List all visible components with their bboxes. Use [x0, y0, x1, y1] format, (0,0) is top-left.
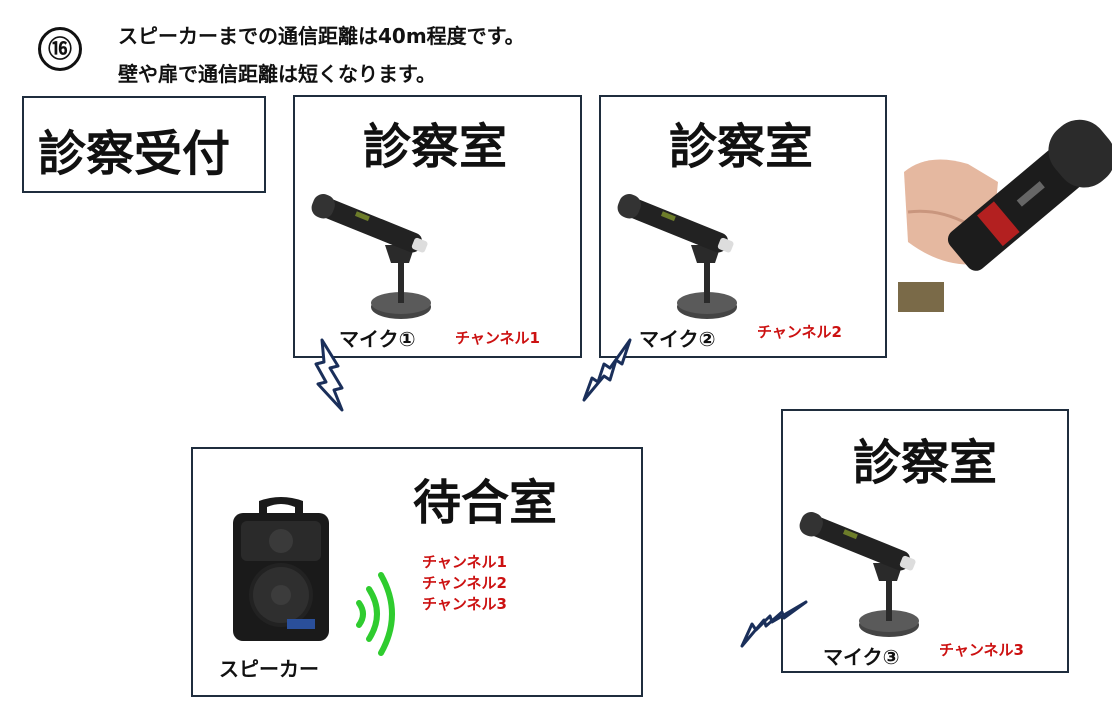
mic-1-label: マイク①	[339, 323, 416, 352]
mic-2-label: マイク②	[639, 323, 716, 352]
microphone-icon	[611, 185, 751, 325]
reception-title: 診察受付	[38, 114, 230, 184]
signal-wave-icon	[353, 569, 403, 659]
reception-box: 診察受付	[22, 96, 266, 193]
handheld-microphone-icon	[898, 112, 1112, 312]
speaker-channel-2: チャンネル2	[422, 573, 507, 594]
exam-room-2: 診察室 マイク② チャンネル2	[599, 95, 887, 358]
room-3-title: 診察室	[853, 423, 997, 493]
note-line-1: スピーカーまでの通信距離は40m程度です。	[118, 20, 525, 49]
lightning-icon	[578, 338, 634, 404]
room-1-title: 診察室	[363, 107, 507, 177]
speaker-channel-list: チャンネル1 チャンネル2 チャンネル3	[422, 552, 507, 615]
microphone-icon	[305, 185, 445, 325]
note-line-2: 壁や扉で通信距離は短くなります。	[118, 58, 436, 87]
speaker-label: スピーカー	[219, 653, 319, 682]
waiting-room-title: 待合室	[413, 463, 557, 533]
mic-3-label: マイク③	[823, 641, 900, 670]
exam-room-1: 診察室 マイク① チャンネル1	[293, 95, 582, 358]
mic-3-channel: チャンネル3	[939, 639, 1024, 660]
speaker-channel-1: チャンネル1	[422, 552, 507, 573]
room-2-title: 診察室	[669, 107, 813, 177]
exam-room-3: 診察室 マイク③ チャンネル3	[781, 409, 1069, 673]
speaker-icon	[229, 495, 333, 645]
waiting-room: 待合室 スピーカー	[191, 447, 643, 697]
lightning-icon	[738, 598, 810, 650]
microphone-icon	[793, 503, 933, 643]
step-number-icon: ⑯	[38, 27, 82, 71]
mic-1-channel: チャンネル1	[455, 327, 540, 348]
lightning-icon	[312, 338, 348, 412]
mic-2-channel: チャンネル2	[757, 321, 842, 342]
speaker-channel-3: チャンネル3	[422, 594, 507, 615]
